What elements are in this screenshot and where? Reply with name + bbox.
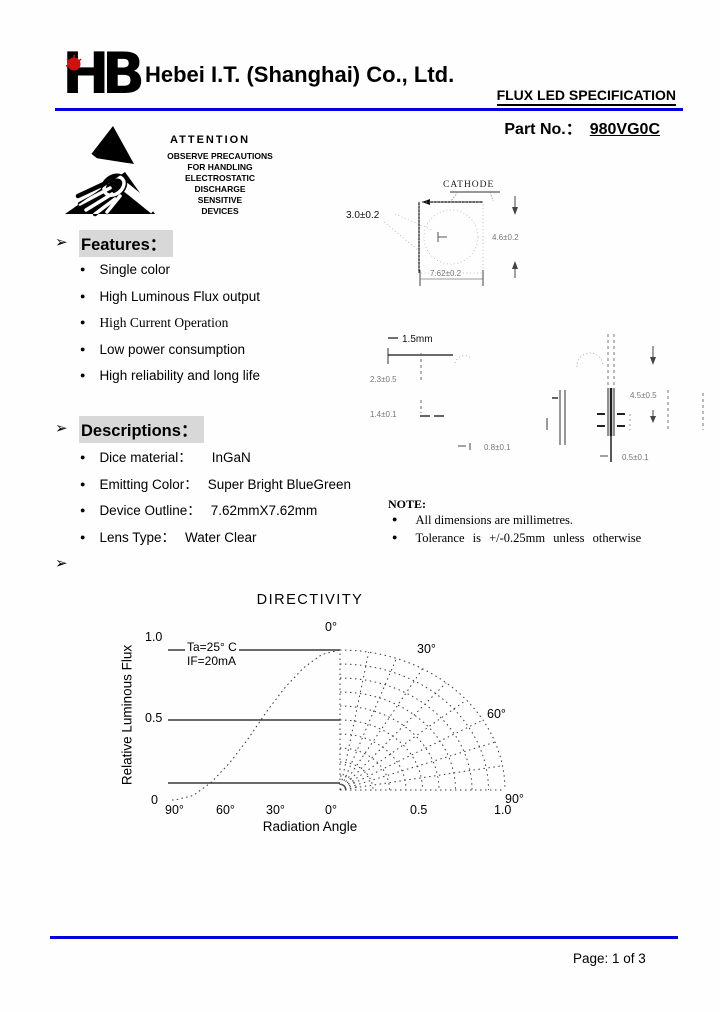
description-item: ●Emitting Color：Super Bright BlueGreen (80, 476, 352, 492)
part-number-label: Part No.： (504, 121, 582, 138)
dimension-label-faint: 4.5±0.5 (630, 391, 657, 400)
bullet-icon: ● (80, 317, 86, 327)
chart-annotation: IF=20mA (185, 654, 239, 668)
feature-item: ●High Current Operation (80, 315, 229, 330)
esd-warning-icon (65, 126, 157, 217)
x-tick: 0° (325, 803, 337, 817)
bullet-icon: ● (80, 505, 86, 515)
bullet-icon: ● (80, 370, 86, 380)
x-tick: 30° (266, 803, 285, 817)
feature-item: ●Low power consumption (80, 341, 246, 357)
cathode-label: CATHODE (443, 180, 494, 190)
bullet-icon: ● (392, 531, 398, 542)
polar-tick: 0° (325, 620, 337, 634)
feature-item: ●High reliability and long life (80, 368, 261, 383)
polar-tick: 30° (417, 642, 436, 656)
bullet-icon: ● (80, 290, 86, 301)
chart-y-axis-label: Relative Luminous Flux (119, 644, 135, 786)
logo-letters: HB (62, 41, 145, 107)
part-number: Part No.： 980VG0C (504, 115, 660, 139)
package-side-view-drawing: 1.5mm 2.3±0.5 1.4±0.1 0.8±0.1 0.5±0.1 (370, 334, 704, 462)
esd-attention-title: ATTENTION (170, 134, 251, 146)
dimension-label-faint: 2.3±0.5 (370, 375, 397, 384)
polar-tick: 60° (487, 707, 506, 721)
dimension-label-faint: 7.62±0.2 (430, 269, 462, 278)
dimension-label-faint: 4.6±0.2 (492, 233, 519, 242)
description-item: ●Dice material：InGaN (80, 450, 251, 465)
dimension-label: 1.5mm (402, 334, 433, 345)
x-tick: 60° (216, 803, 235, 817)
features-heading: Features： (79, 230, 174, 257)
note-item: ●All dimensions are millimetres. (392, 513, 574, 527)
dimension-label-faint: 1.4±0.1 (370, 410, 397, 419)
footer-divider (50, 936, 678, 939)
feature-item: ●High Luminous Flux output (80, 288, 261, 304)
chart-title: DIRECTIVITY (256, 592, 364, 608)
package-top-view-drawing: CATHODE 3.0±0.2 7.62±0.2 4.6±0.2 (346, 180, 519, 286)
polar-tick: 90° (505, 792, 524, 806)
bullet-icon: ● (80, 531, 86, 542)
description-item: ●Device Outline：7.62mmX7.62mm (80, 503, 318, 518)
x-tick: 90° (165, 803, 184, 817)
y-tick: 1.0 (145, 630, 163, 644)
x-tick: 0.5 (410, 803, 428, 817)
note-heading: NOTE: (388, 497, 427, 511)
doc-title: FLUX LED SPECIFICATION (496, 87, 676, 106)
bullet-icon: ● (80, 478, 86, 489)
dimension-label-faint: 0.8±0.1 (484, 443, 511, 452)
page-number: Page: 1 of 3 (573, 951, 646, 966)
descriptions-list: ●Dice material：InGaN ●Emitting Color：Sup… (80, 446, 351, 552)
chart-annotation: Ta=25° C (185, 640, 239, 654)
esd-caption: OBSERVE PRECAUTIONS FOR HANDLING ELECTRO… (167, 151, 273, 216)
part-number-value: 980VG0C (589, 121, 660, 138)
feature-item: ●Single color (80, 262, 170, 277)
dimension-label: 3.0±0.2 (346, 210, 380, 221)
chart-x-axis-label: Radiation Angle (262, 819, 358, 834)
company-name: Hebei I.T. (Shanghai) Co., Ltd. (145, 62, 455, 87)
description-item: ●Lens Type：Water Clear (80, 529, 257, 545)
features-arrow-icon: ➢ (55, 234, 68, 251)
company-logo: HB (62, 41, 145, 107)
note-item: ●Tolerance is +/-0.25mm unless otherwise (392, 530, 642, 545)
descriptions-heading: Descriptions： (79, 416, 205, 443)
bullet-icon: ● (392, 514, 398, 524)
section-arrow-icon: ➢ (55, 555, 68, 572)
header-divider (55, 108, 683, 111)
note-list: ●All dimensions are millimetres. ●Tolera… (392, 513, 692, 548)
bullet-icon: ● (80, 452, 86, 462)
logo-red-dot-icon (65, 55, 82, 71)
features-list: ●Single color ●High Luminous Flux output… (80, 262, 260, 395)
x-tick: 1.0 (494, 803, 512, 817)
y-tick: 0 (151, 793, 158, 807)
bullet-icon: ● (80, 264, 86, 274)
y-tick: 0.5 (145, 711, 163, 725)
bullet-icon: ● (80, 343, 86, 354)
dimension-label-faint: 0.5±0.1 (622, 453, 649, 462)
descriptions-arrow-icon: ➢ (55, 420, 68, 437)
